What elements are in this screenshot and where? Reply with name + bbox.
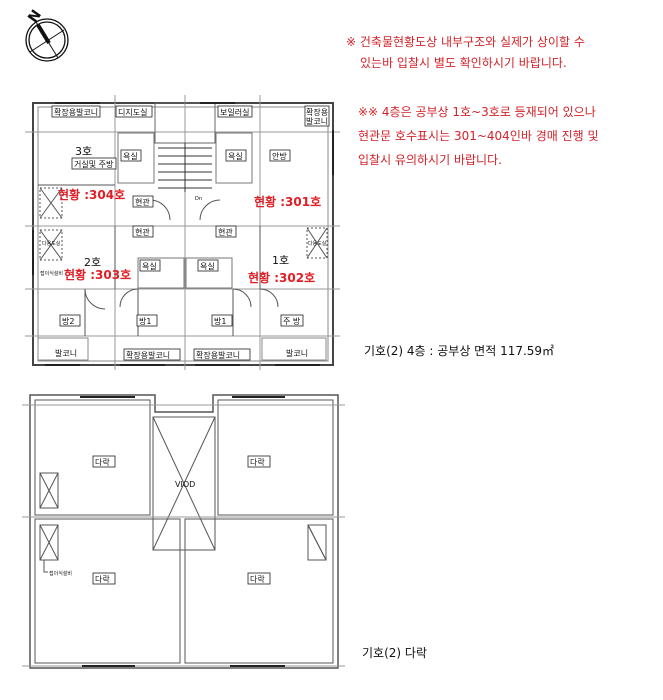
- room-ext-balcony-tl: 확장용발코니: [54, 107, 98, 117]
- room-balcony-l: 발코니: [55, 348, 77, 358]
- notice-unit-numbering: ※※ 4층은 공부상 1호~3호로 등재되어 있으나 현관문 호수표시는 301…: [358, 100, 658, 172]
- north-arrow-icon: N: [25, 7, 69, 62]
- stair-dn-label: Dn: [195, 196, 202, 202]
- notice2-line3: 입찰시 유의하시기 바랍니다.: [358, 153, 502, 167]
- status-304: 현황 :304호: [58, 187, 125, 202]
- notice1-line1: ※ 건축물현황도상 내부구조와 실제가 상이할 수: [346, 35, 585, 49]
- room-anbang: 안방: [272, 151, 287, 161]
- room-living-kitchen: 거실및 주방: [74, 159, 114, 169]
- room-ext-balcony-tr-1: 확장용: [306, 107, 328, 117]
- room-entrance-3: 현관: [218, 227, 233, 237]
- room-bath-bl: 욕실: [142, 261, 157, 271]
- room-ext-balcony-br: 확장용발코니: [196, 350, 240, 360]
- unit-2-label: 2호: [84, 256, 101, 269]
- status-303: 현황 :303호: [64, 267, 131, 282]
- room-entrance-2: 현관: [135, 227, 150, 237]
- room-ext-balcony-bl: 확장용발코니: [126, 350, 170, 360]
- status-302: 현황 :302호: [248, 270, 315, 285]
- floor4-caption: 기호(2) 4층 : 공부상 면적 117.59㎡: [364, 344, 555, 358]
- room-1b: 방1: [214, 316, 226, 326]
- room-kitchen: 주 방: [283, 316, 301, 326]
- attic-room-tl: 다락: [95, 457, 110, 467]
- room-dress-r: 다용도실: [308, 240, 327, 247]
- attic-room-bl: 다락: [95, 574, 110, 584]
- room-entrance-1: 현관: [135, 197, 150, 207]
- room-1a: 방1: [139, 316, 151, 326]
- notice1-line2: 있는바 입찰시 별도 확인하시기 바랍니다.: [360, 56, 567, 70]
- room-boiler: 보일러실: [220, 107, 249, 117]
- tiny-facility-label: 접이식설비: [40, 270, 63, 277]
- room-dress: 디지도실: [118, 107, 147, 117]
- room-bath-tr: 욕실: [228, 151, 243, 161]
- attic-void: VIOD: [175, 480, 195, 489]
- room-dress-l: 다용도실: [42, 240, 61, 247]
- notice2-line2: 현관문 호수표시는 301~404인바 경매 진행 및: [358, 129, 599, 143]
- attic-room-tr: 다락: [250, 457, 265, 467]
- attic-room-br: 다락: [250, 574, 265, 584]
- notice-structure-warning: ※ 건축물현황도상 내부구조와 실제가 상이할 수 있는바 입찰시 별도 확인하…: [346, 32, 661, 74]
- room-ext-balcony-tr-2: 발코니: [306, 116, 328, 126]
- notice2-line1: ※※ 4층은 공부상 1호~3호로 등재되어 있으나: [358, 105, 596, 119]
- unit-3-label: 3호: [75, 145, 92, 158]
- attic-caption: 기호(2) 다락: [362, 646, 427, 660]
- status-301: 현황 :301호: [254, 194, 321, 209]
- room-bath-br: 욕실: [200, 261, 215, 271]
- attic-tiny-label: 접이식설비: [49, 570, 72, 577]
- room-balcony-r: 발코니: [286, 348, 308, 358]
- room-2: 방2: [62, 316, 74, 326]
- unit-1-label: 1호: [272, 254, 289, 267]
- room-bath-tl: 욕실: [123, 151, 138, 161]
